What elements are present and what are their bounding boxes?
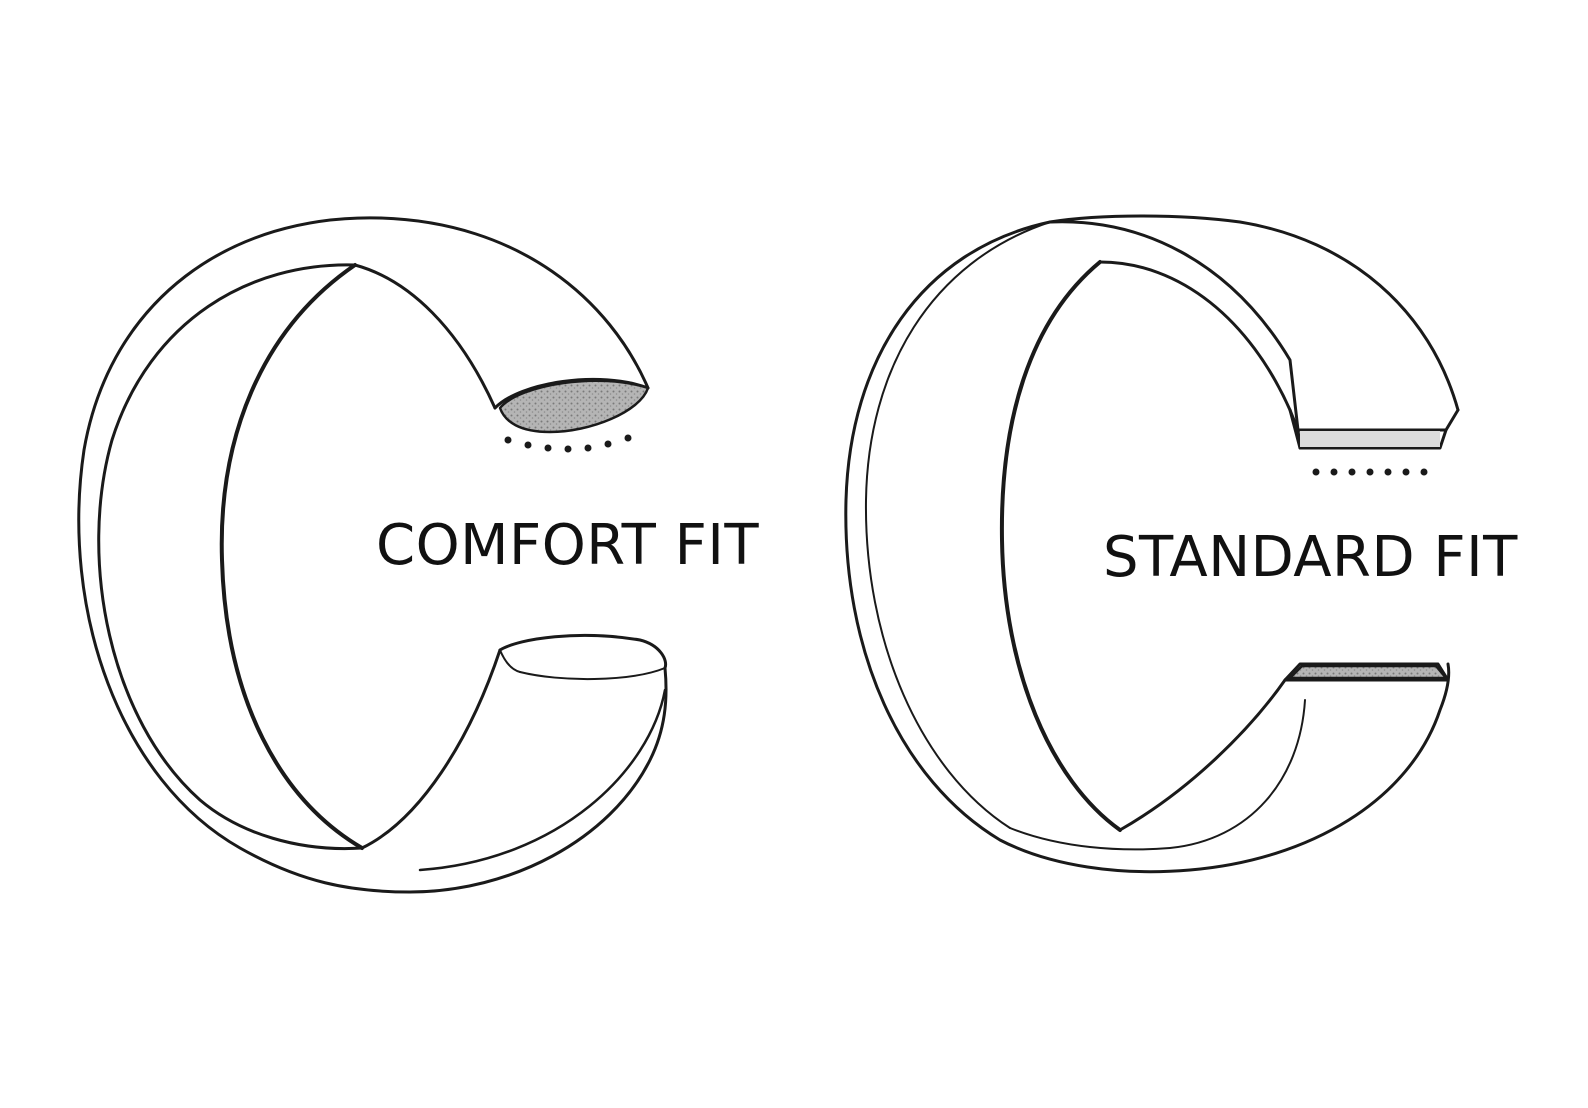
standard-inner-top-inner: [1098, 260, 1292, 412]
standard-inner-curve: [999, 260, 1122, 832]
standard-fit-ring: [844, 214, 1460, 874]
comfort-bottom-cut-back: [519, 667, 666, 681]
standard-top-cut-side: [1288, 408, 1302, 450]
standard-bottom-band: [1009, 699, 1306, 851]
comfort-inner-bottom: [360, 648, 502, 850]
comfort-inner-top: [353, 263, 497, 410]
comfort-outer-edge: [77, 216, 668, 894]
standard-inner-top-outer: [1048, 220, 1300, 432]
comfort-fit-ring: [77, 216, 668, 894]
standard-bottom-cut-outline: [1283, 662, 1450, 682]
comfort-bottom-cut-front: [498, 633, 668, 670]
standard-top-cut: [1288, 408, 1460, 432]
standard-outer-edge: [844, 214, 1460, 874]
comfort-fit-label: COMFORT FIT: [376, 513, 760, 578]
comfort-top-cross-section: [498, 379, 650, 434]
comfort-inner-curve: [219, 263, 364, 850]
standard-inner-bottom: [1118, 678, 1287, 832]
standard-thickness-marker: [1312, 468, 1428, 476]
comfort-bottom-depth: [418, 688, 667, 872]
comfort-front-rim: [97, 263, 364, 851]
standard-fit-label: STANDARD FIT: [1103, 525, 1518, 590]
standard-bottom-cross-section: [1286, 664, 1449, 680]
comfort-thickness-marker: [504, 434, 632, 453]
comfort-bottom-cut-side: [499, 649, 521, 673]
standard-front-rim: [864, 221, 1051, 829]
standard-top-cross-section: [1300, 431, 1440, 447]
